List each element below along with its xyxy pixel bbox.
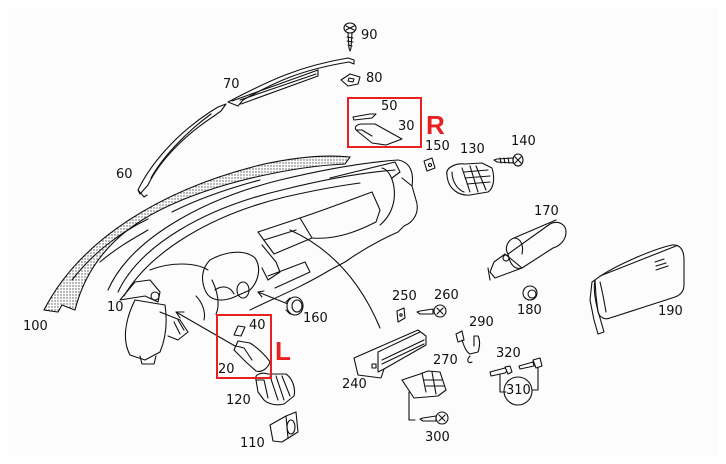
trim-strip-60 [137, 103, 227, 198]
part-30 [354, 123, 403, 146]
diagram-drawing [43, 22, 685, 443]
label-250: 250 [392, 289, 417, 304]
label-130: 130 [460, 142, 485, 157]
vent-130 [446, 162, 495, 196]
label-20: 20 [218, 362, 235, 377]
leader-lines [175, 229, 381, 347]
label-70: 70 [223, 77, 240, 92]
screw-300 [419, 411, 449, 425]
label-170: 170 [534, 204, 559, 219]
highlight-box-left [216, 314, 272, 379]
part-40 [233, 325, 246, 337]
glove-box-door-190 [589, 244, 685, 335]
label-290: 290 [469, 315, 494, 330]
marker-right: R [426, 110, 445, 140]
label-160: 160 [303, 311, 328, 326]
nut-180 [522, 285, 538, 301]
label-150: 150 [425, 139, 450, 154]
housing-240 [353, 329, 427, 379]
label-120: 120 [226, 393, 251, 408]
label-110: 110 [240, 436, 265, 451]
label-100: 100 [23, 319, 48, 334]
airbag-module-170 [487, 219, 567, 281]
label-180: 180 [517, 303, 542, 318]
vent-120 [255, 372, 296, 406]
label-60: 60 [116, 167, 133, 182]
dash-top-cover-100 [43, 155, 351, 313]
trim-piece-110 [269, 411, 299, 443]
label-270: 270 [433, 353, 458, 368]
label-320: 320 [496, 346, 521, 361]
label-80: 80 [366, 71, 383, 86]
highlight-box-right [347, 97, 422, 148]
parts-diagram: R L 90 80 70 60 50 30 150 130 140 170 18… [8, 8, 718, 456]
label-40: 40 [249, 318, 266, 333]
clip-80 [340, 73, 361, 87]
screw-140 [493, 153, 524, 167]
lock-key-set-310-320 [489, 357, 543, 406]
switch-block-270 [401, 370, 447, 421]
label-30: 30 [398, 119, 415, 134]
label-190: 190 [658, 304, 683, 319]
label-10: 10 [107, 300, 124, 315]
dashboard-10 [107, 159, 418, 365]
label-140: 140 [511, 134, 536, 149]
label-300: 300 [425, 430, 450, 445]
label-240: 240 [342, 377, 367, 392]
label-260: 260 [434, 288, 459, 303]
marker-left: L [275, 336, 291, 366]
clip-150 [423, 157, 436, 172]
screw-260 [416, 304, 447, 318]
trim-strip-70 [227, 57, 355, 107]
part-50 [352, 113, 377, 121]
clip-250 [396, 307, 406, 323]
label-90: 90 [361, 28, 378, 43]
label-50: 50 [381, 99, 398, 114]
grommet-160 [285, 296, 304, 316]
label-310: 310 [506, 383, 531, 398]
switch-290 [455, 330, 481, 364]
screw-90 [343, 22, 357, 52]
